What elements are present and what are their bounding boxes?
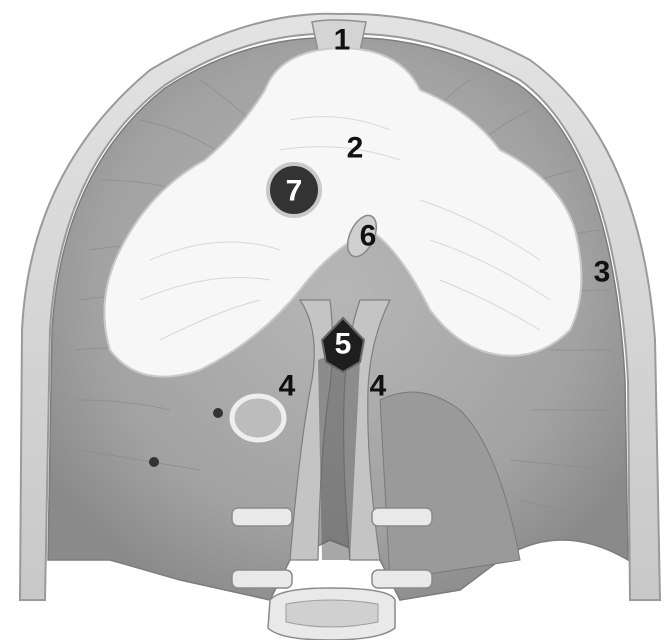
vertebral-body-inner [286,600,378,627]
label-6: 6 [360,220,377,253]
arcuate-ligament [232,396,284,440]
label-7: 7 [286,175,303,208]
label-1: 1 [334,24,351,57]
small-foramen-2 [149,457,159,467]
label-5: 5 [335,328,352,361]
label-3: 3 [594,256,611,289]
label-4-right: 4 [370,370,387,403]
label-2: 2 [347,132,364,165]
small-foramen-1 [213,408,223,418]
label-4-left: 4 [279,370,296,403]
